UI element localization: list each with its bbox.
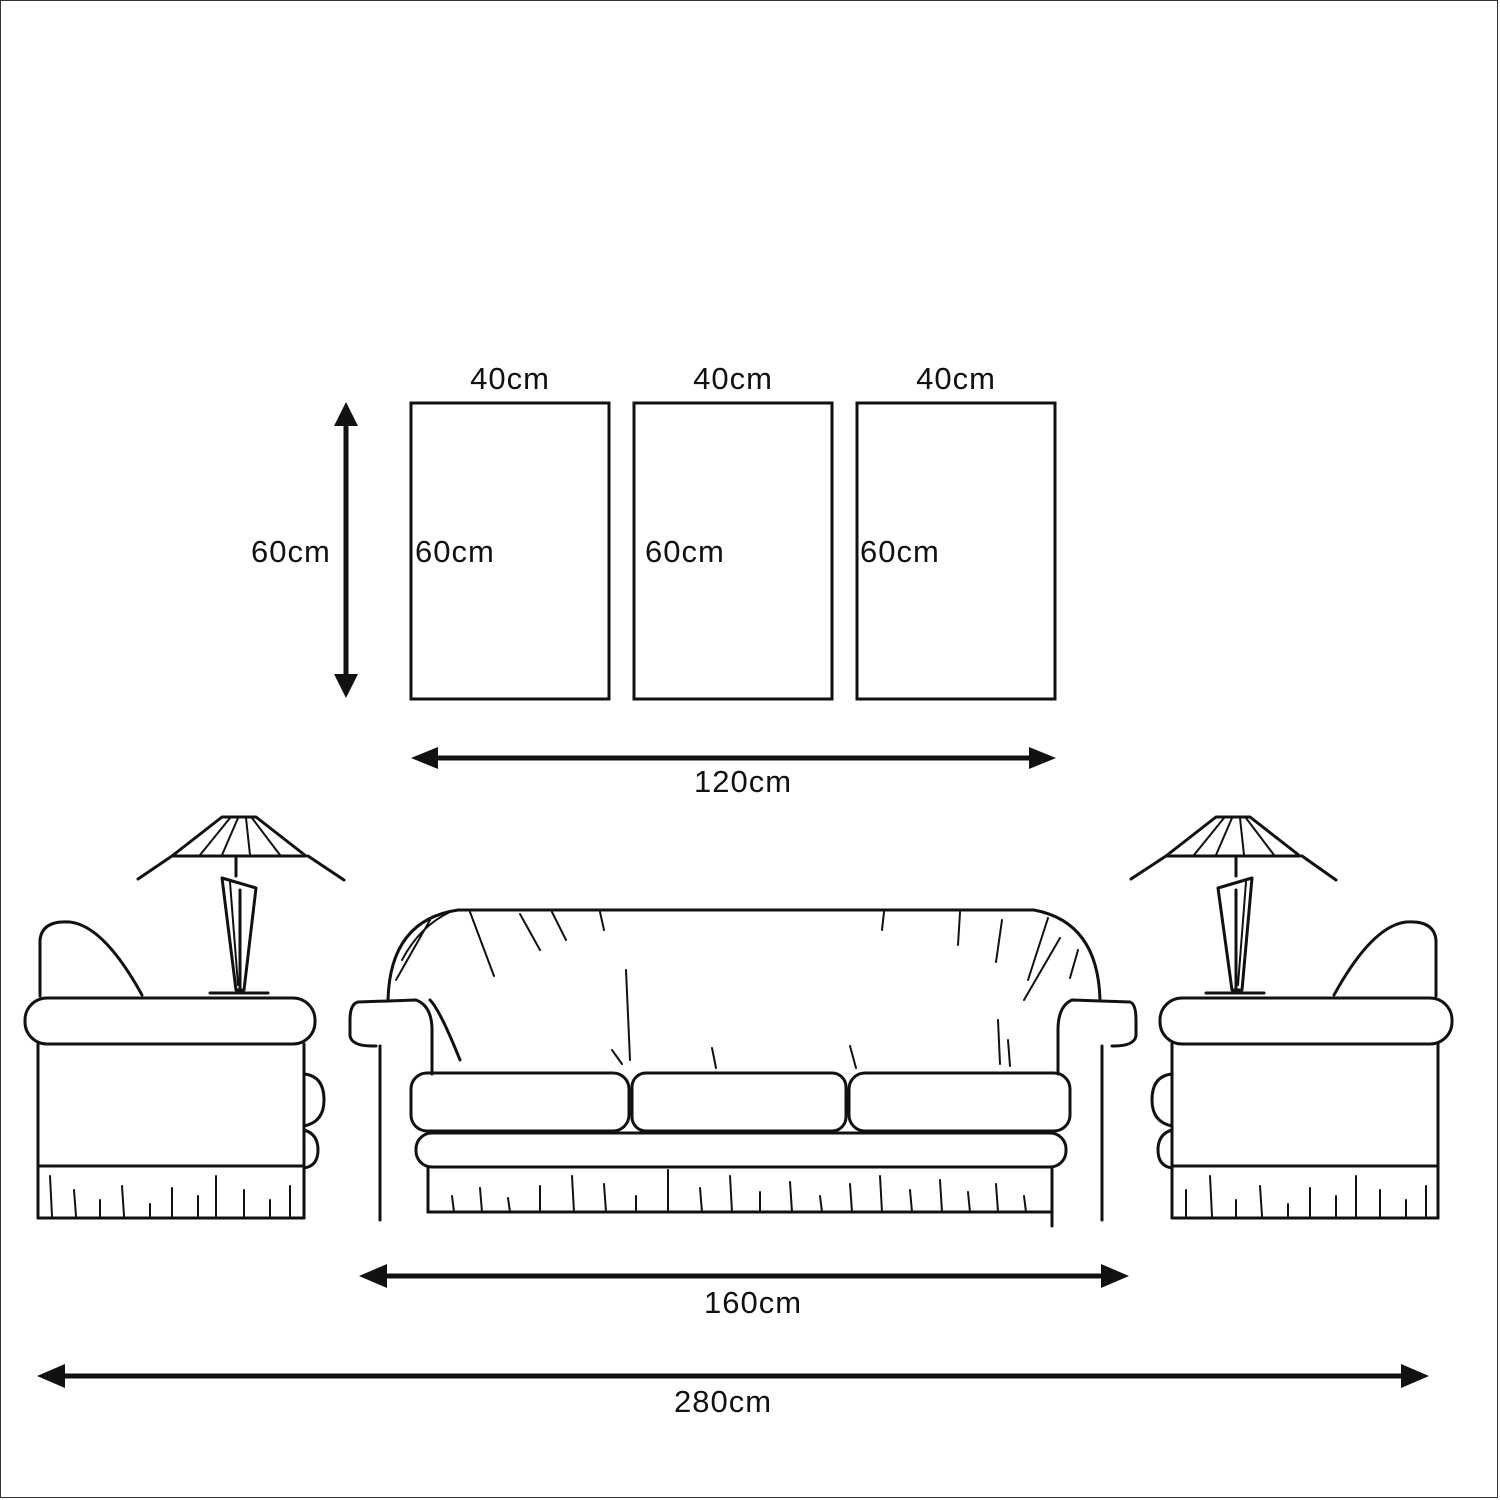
room-width-label: 280cm: [674, 1384, 772, 1419]
right-table-lamp-illustration: [1129, 815, 1338, 995]
arrow-right-icon: [1101, 1264, 1129, 1288]
canvas-panel-3: [855, 401, 1057, 701]
total-width-dimension: 120cm: [411, 747, 1056, 799]
arrow-up-icon: [334, 402, 358, 426]
arrow-down-icon: [334, 674, 358, 698]
panel-2-width-label: 40cm: [693, 361, 773, 396]
canvas-panel-2: [632, 401, 834, 701]
arrow-right-icon: [1029, 747, 1056, 769]
arrow-left-icon: [411, 747, 438, 769]
arrow-left-icon: [37, 1364, 65, 1388]
sofa-width-label: 160cm: [704, 1285, 802, 1320]
panel-2-height-label: 60cm: [645, 534, 725, 569]
panel-3-height-label: 60cm: [860, 534, 940, 569]
arrow-left-icon: [359, 1264, 387, 1288]
total-width-label: 120cm: [694, 764, 792, 799]
left-table-lamp-illustration: [136, 815, 346, 995]
height-dimension-label: 60cm: [251, 534, 331, 569]
room-width-dimension: 280cm: [37, 1364, 1429, 1419]
sofa-width-dimension: 160cm: [359, 1264, 1129, 1320]
panel-1-width-label: 40cm: [470, 361, 550, 396]
sofa-illustration: [348, 908, 1138, 1228]
panel-1-height-label: 60cm: [415, 534, 495, 569]
left-armchair-illustration: [23, 920, 326, 1220]
canvas-panel-1: [409, 401, 611, 701]
right-armchair-illustration: [1150, 920, 1454, 1220]
height-dimension: 60cm: [251, 402, 358, 698]
panel-3-width-label: 40cm: [916, 361, 996, 396]
canvas-panels: 40cm 40cm 40cm 60cm 60cm 60cm: [409, 361, 1057, 701]
arrow-right-icon: [1401, 1364, 1429, 1388]
